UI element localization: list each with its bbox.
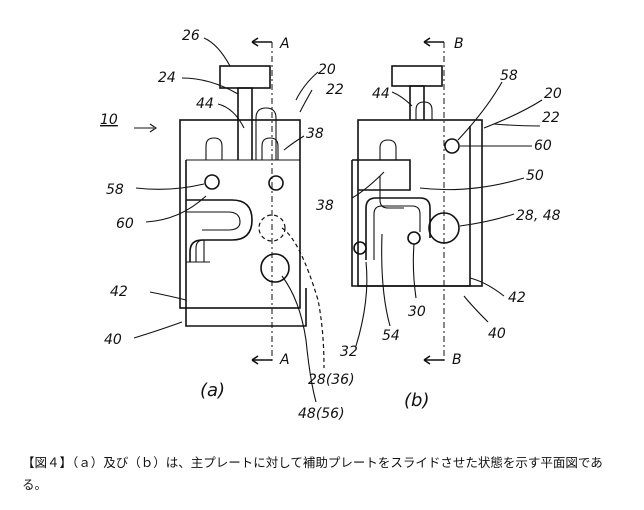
hole-48-a	[260, 253, 290, 283]
label-50: 50	[526, 168, 544, 184]
label-32: 32	[340, 344, 358, 360]
label-section-b-top: B	[454, 36, 464, 52]
hole-30	[407, 231, 421, 245]
main-plate-b	[357, 119, 483, 287]
label-24: 24	[158, 70, 176, 86]
reference-numerals: 10 26 24 44 20 22 38 58 60 42 40 28(36) …	[100, 28, 562, 422]
label-section-a-bottom: A	[279, 352, 290, 368]
label-part-b: (b)	[404, 390, 429, 411]
slot-38-a-left	[205, 137, 223, 160]
dashed-hole-28-a	[258, 214, 286, 242]
label-40-b: 40	[488, 326, 506, 342]
label-44-a: 44	[196, 96, 214, 112]
label-48-56: 48(56)	[298, 406, 345, 422]
hole-60-b	[444, 138, 460, 154]
slot-44-b	[415, 101, 433, 120]
label-60-a: 60	[116, 216, 134, 232]
label-22-b: 22	[542, 110, 560, 126]
label-42-a: 42	[110, 284, 128, 300]
knob-26-a	[219, 65, 271, 89]
handle-24-a	[237, 87, 253, 160]
figure-caption: 【図４】（ａ）及び（ｂ）は、主プレートに対して補助プレートをスライドさせた状態を…	[22, 455, 603, 492]
label-28-48: 28, 48	[516, 208, 561, 224]
label-part-a: (a)	[200, 380, 225, 401]
slot-38-a-right	[261, 137, 279, 160]
label-26: 26	[182, 28, 200, 44]
label-44-b: 44	[372, 86, 390, 102]
label-60-b: 60	[534, 138, 552, 154]
label-42-b: 42	[508, 290, 526, 306]
slot-38-b	[379, 139, 397, 160]
sub-plate-a	[185, 160, 307, 327]
label-20-b: 20	[544, 86, 562, 102]
label-10: 10	[100, 112, 118, 128]
handle-24-b	[409, 85, 425, 120]
view-b	[351, 37, 543, 365]
label-28-36: 28(36)	[308, 372, 355, 388]
patent-figure: 10 26 24 44 20 22 38 58 60 42 40 28(36) …	[100, 28, 562, 422]
label-22-a: 22	[326, 82, 344, 98]
slot-50	[352, 159, 411, 191]
label-38-b: 38	[316, 198, 334, 214]
label-38-a: 38	[306, 126, 324, 142]
label-58-a: 58	[106, 182, 124, 198]
label-section-a-top: A	[279, 36, 290, 52]
label-30: 30	[408, 304, 426, 320]
slot-32	[365, 197, 431, 260]
sub-plate-b	[351, 126, 471, 287]
hole-58-a	[204, 174, 220, 190]
label-40-a: 40	[104, 332, 122, 348]
slot-44-a	[255, 107, 277, 160]
slot-60-a	[186, 199, 253, 262]
knob-26-b	[391, 65, 443, 87]
label-54: 54	[382, 328, 400, 344]
label-section-b-bottom: B	[452, 352, 462, 368]
view-a	[133, 37, 325, 403]
label-58-b: 58	[500, 68, 518, 84]
label-20-a: 20	[318, 62, 336, 78]
